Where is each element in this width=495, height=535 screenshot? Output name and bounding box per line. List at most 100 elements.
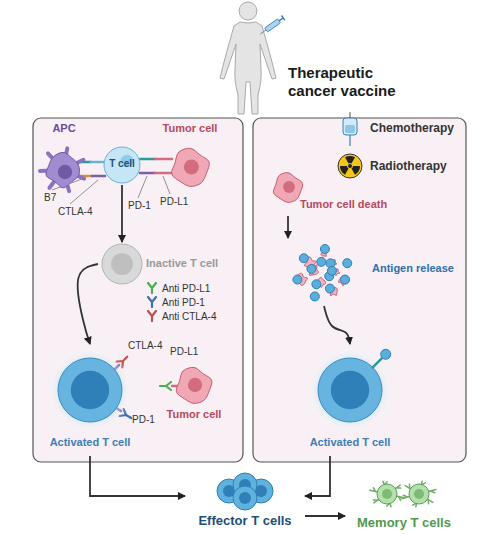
- cell-node: APC: [38, 122, 90, 190]
- treatment-label: Radiotherapy: [370, 160, 447, 174]
- legend-label: Anti CTLA-4: [162, 311, 216, 322]
- antigen-dot: [317, 257, 326, 266]
- cell-label: Tumor cell death: [300, 198, 387, 211]
- nucleus: [382, 489, 392, 499]
- radiation-blade: [352, 166, 361, 175]
- cell-node: Effector T cells: [185, 474, 305, 532]
- diagram-title: Therapeutic cancer vaccine: [288, 64, 416, 100]
- legend-row: Anti PD-1: [146, 295, 216, 309]
- receptor-stick: [140, 158, 155, 161]
- figure-body: [220, 22, 276, 114]
- radiation-icon: [338, 154, 362, 178]
- nucleus: [283, 181, 295, 193]
- nucleus: [239, 492, 251, 504]
- antigen-dot: [307, 264, 316, 273]
- left-panel: [33, 118, 243, 462]
- leader-line: [138, 176, 147, 198]
- cell-node: Tumor cell death: [268, 172, 391, 216]
- radiation-blade: [345, 156, 355, 163]
- cell-label: Tumor cell: [163, 122, 218, 135]
- nucleus: [183, 159, 198, 174]
- cell-outline: [171, 148, 209, 186]
- cell-node: Activated T cell: [40, 344, 140, 456]
- iv-bag-icon: [343, 112, 357, 146]
- arrow-connector: [324, 306, 350, 344]
- cell-drawing: [171, 148, 209, 186]
- cell-drawing: [273, 173, 302, 203]
- arrow-connector: [305, 515, 345, 517]
- arrow-connector: [78, 264, 98, 344]
- cell-label: APC: [52, 122, 75, 135]
- cell-glow: [307, 347, 393, 433]
- cell-drawing: [293, 245, 352, 301]
- nucleus: [111, 253, 133, 275]
- legend-swatch: [146, 296, 158, 308]
- receptor-stick: [92, 175, 105, 178]
- molecule-label: B7: [44, 192, 56, 204]
- cell-glow: [47, 347, 133, 433]
- cell-node: Memory T cells: [345, 476, 463, 532]
- cell-label: Activated T cell: [310, 436, 391, 449]
- nucleus: [188, 378, 202, 392]
- cell-label: Tumor cell: [167, 408, 222, 421]
- antigen-dot: [343, 259, 352, 268]
- receptor-stick: [172, 385, 177, 388]
- cell-label: Antigen release: [372, 262, 454, 275]
- cell-outline: [377, 484, 397, 504]
- cell-node: T cell: [100, 145, 144, 185]
- legend-row: Anti CTLA-4: [146, 309, 216, 323]
- legend-swatch: [146, 310, 158, 322]
- cell-label: Inactive T cell: [146, 257, 218, 270]
- nucleus: [58, 165, 72, 179]
- syringe-icon: [259, 15, 285, 36]
- cell-outline: [409, 484, 429, 504]
- nucleus: [414, 489, 424, 499]
- cell-drawing: [370, 481, 436, 507]
- cell-drawing: [40, 148, 84, 191]
- cell-drawing: [104, 147, 140, 183]
- cell-outline: [176, 367, 212, 403]
- molecule-label: PD-1: [132, 414, 155, 426]
- antibody-shape: [160, 382, 171, 390]
- cell-label: Effector T cells: [198, 514, 291, 529]
- receptor-stick: [155, 172, 172, 175]
- antigen-dot: [310, 292, 319, 301]
- molecule-label: PD-L1: [160, 196, 188, 208]
- receptor-stick: [91, 161, 104, 164]
- legend-label: Anti PD-L1: [162, 283, 210, 294]
- antibody-symbol: [160, 382, 171, 390]
- cell-outline: [233, 486, 257, 510]
- antigen-dot: [312, 280, 321, 289]
- antigen-dot: [325, 284, 334, 293]
- antigen-dot: [320, 245, 329, 254]
- legend-row: Anti PD-L1: [146, 281, 216, 295]
- receptor-stick: [373, 358, 382, 367]
- legend: Anti PD-L1Anti PD-1Anti CTLA-4: [146, 281, 216, 323]
- cell-label: Activated T cell: [50, 436, 131, 449]
- radiation-disc: [338, 154, 362, 178]
- antigen-dot: [327, 266, 336, 275]
- antigen-dot: [299, 254, 308, 263]
- cell-outline: [307, 265, 319, 275]
- arrow-connector: [121, 185, 123, 242]
- radiation-blade: [340, 166, 349, 175]
- leader-line: [163, 176, 170, 194]
- arrow-connector: [90, 456, 185, 496]
- figure-head: [239, 2, 257, 20]
- radiation-center: [348, 164, 352, 168]
- cell-label: Memory T cells: [357, 516, 451, 531]
- antigen-dot: [293, 275, 302, 284]
- cell-outline: [58, 358, 122, 422]
- cell-node: Activated T cell: [300, 344, 400, 456]
- antibody-shape: [148, 311, 156, 321]
- receptor-stick: [155, 158, 172, 161]
- legend-swatch: [146, 282, 158, 294]
- cell-drawing: [217, 473, 273, 510]
- right-panel: [253, 118, 466, 462]
- antibody-shape: [148, 283, 156, 293]
- leader-line: [70, 180, 98, 204]
- nucleus: [71, 371, 109, 409]
- molecule-label: PD-1: [128, 200, 151, 212]
- antigen-dot: [341, 275, 350, 284]
